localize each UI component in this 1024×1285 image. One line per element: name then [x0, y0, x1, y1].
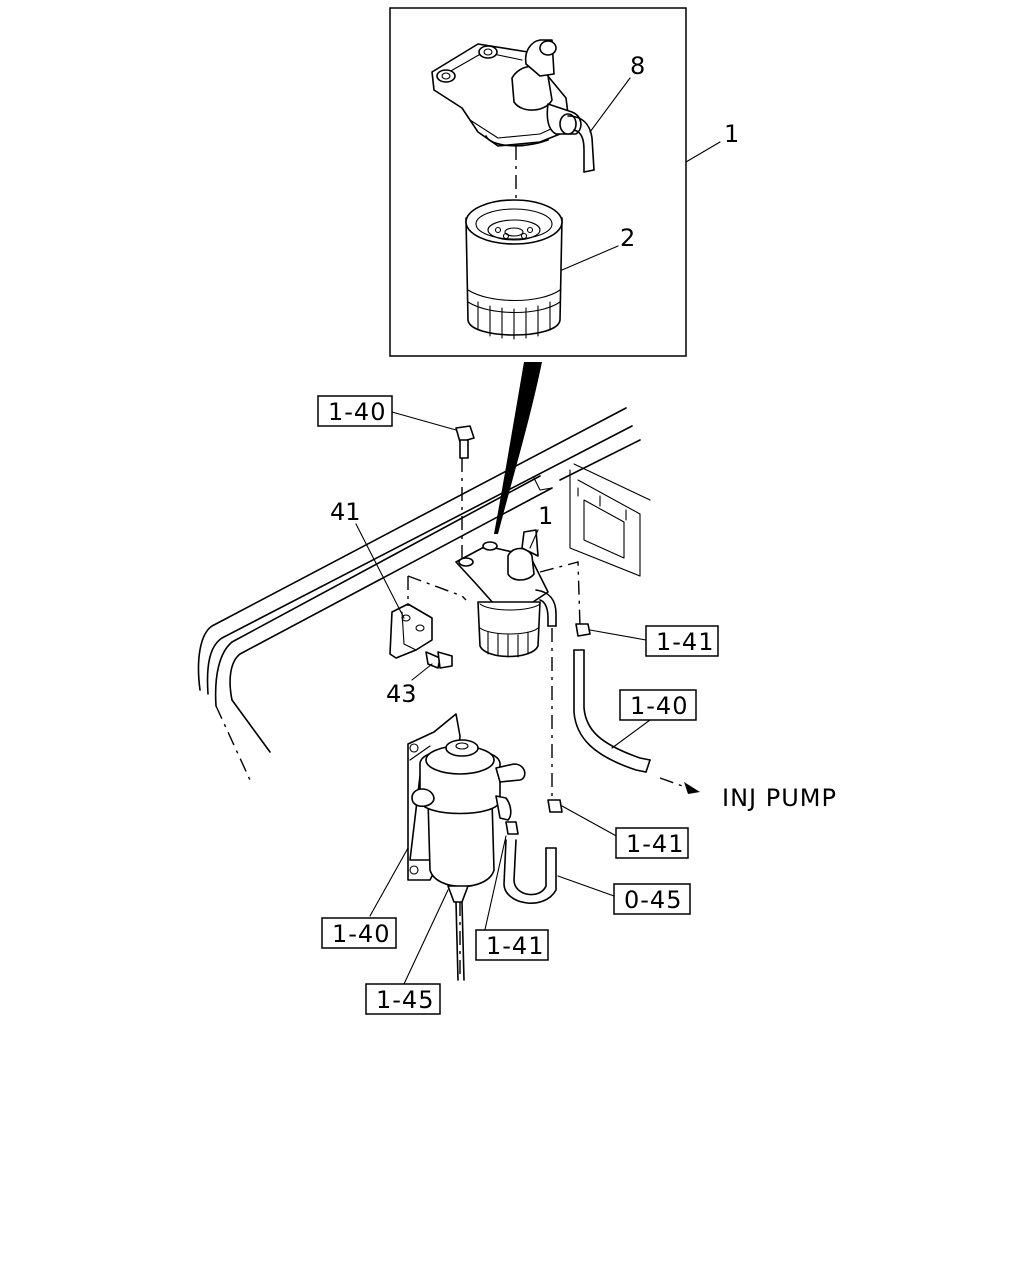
ref-box-separator-bracket: 1-40	[321, 917, 397, 949]
svg-text:1-41: 1-41	[626, 830, 684, 858]
filter-cartridge-detail	[465, 199, 563, 340]
callout-hose: 8	[630, 52, 645, 80]
leader-clip-upper	[589, 629, 647, 641]
clip-lower-part	[547, 799, 563, 813]
leader-1-assembly	[685, 141, 721, 163]
ref-box-hose-pump: 1-40	[619, 689, 697, 721]
svg-text:0-45: 0-45	[624, 886, 682, 914]
leader-43	[411, 663, 433, 681]
leader-8	[589, 77, 631, 133]
hose-to-pump	[573, 649, 651, 773]
svg-text:1-45: 1-45	[376, 986, 434, 1014]
inj-pump-arrow	[659, 777, 700, 794]
leader-hose-pump	[611, 719, 651, 749]
hose-separator	[503, 821, 557, 904]
callout-filter: 2	[620, 224, 635, 252]
detail-pointer	[494, 362, 542, 534]
leader-sep-bracket	[369, 847, 409, 917]
leader-clip-sep	[483, 835, 507, 935]
ref-box-bolt: 1-40	[317, 395, 393, 427]
ref-box-drain: 1-45	[365, 983, 441, 1015]
callout-bolt: 43	[386, 680, 417, 708]
mounted-fuel-filter	[455, 529, 557, 658]
clip-upper-part	[575, 623, 591, 637]
ref-box-clip-separator: 1-41	[475, 929, 549, 961]
bolt-part	[455, 425, 475, 459]
leader-41	[355, 523, 405, 619]
ref-box-clip-upper: 1-41	[645, 625, 719, 657]
callout-bracket: 41	[330, 498, 361, 526]
svg-text:1-40: 1-40	[328, 398, 386, 426]
leader-drain	[403, 889, 449, 985]
ref-box-hose-separator: 0-45	[613, 883, 691, 915]
callout-mounted-filter: 1	[538, 502, 553, 530]
leader-ref-bolt	[391, 411, 457, 431]
water-separator	[407, 713, 526, 981]
inj-pump-label: INJ PUMP	[722, 784, 837, 812]
vehicle-frame	[197, 407, 651, 781]
clip-axis-line	[539, 561, 581, 627]
leader-clip-lower	[561, 805, 621, 839]
bracket-41	[389, 576, 433, 659]
svg-text:1-41: 1-41	[486, 932, 544, 960]
leader-2	[561, 245, 619, 271]
bracket-axis-line	[407, 575, 467, 601]
svg-text:1-40: 1-40	[630, 692, 688, 720]
leader-hose-sep	[557, 875, 615, 897]
bolt-43	[425, 651, 453, 669]
detail-inset	[389, 7, 687, 357]
ref-box-clip-lower: 1-41	[615, 827, 689, 859]
leader-1-mounted	[529, 529, 539, 549]
callout-assembly: 1	[724, 120, 739, 148]
filter-head-detail	[431, 39, 595, 173]
svg-text:1-41: 1-41	[656, 628, 714, 656]
svg-text:1-40: 1-40	[332, 920, 390, 948]
